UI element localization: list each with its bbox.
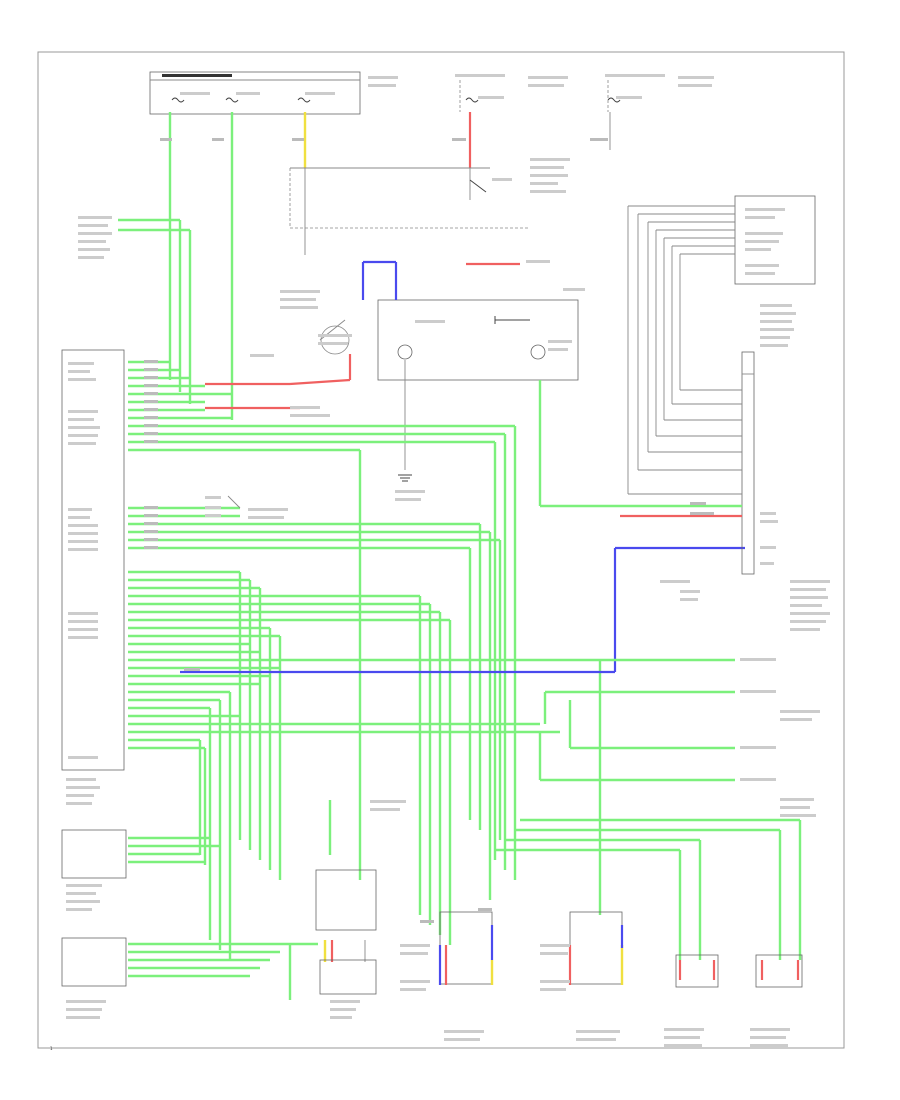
bottom-module-d bbox=[750, 820, 803, 1047]
vertical-wires-down bbox=[198, 426, 602, 960]
diagram-frame bbox=[37, 51, 845, 1049]
right-top-bundle bbox=[627, 195, 816, 495]
left-top-sensor bbox=[78, 216, 192, 404]
sensor-left bbox=[205, 290, 352, 417]
fuse-box-middle bbox=[455, 74, 568, 112]
right-connector-wires bbox=[538, 380, 742, 518]
page-number: 1 bbox=[50, 1046, 53, 1051]
ecu-pin-labels bbox=[68, 360, 158, 759]
ecu-pin-wires bbox=[128, 360, 600, 750]
blue-signal-wire bbox=[180, 546, 745, 674]
fuse-symbols bbox=[171, 97, 621, 103]
top-wire-labels bbox=[160, 138, 608, 193]
ground-symbol bbox=[398, 474, 412, 482]
main-control-unit bbox=[61, 349, 125, 805]
bottom-left-module-1 bbox=[61, 829, 220, 911]
right-mid-outputs bbox=[495, 658, 820, 852]
power-wires bbox=[168, 112, 611, 420]
relay-center bbox=[377, 288, 585, 381]
bottom-module-a bbox=[400, 908, 494, 1041]
bottom-module-b bbox=[540, 911, 624, 1041]
mid-left-module bbox=[205, 495, 288, 519]
bottom-left-module-2 bbox=[61, 937, 290, 1019]
fuse-box-left bbox=[149, 71, 398, 115]
bottom-switch-module bbox=[288, 800, 377, 1019]
right-connector bbox=[741, 304, 830, 631]
bottom-module-c bbox=[664, 840, 719, 1047]
fuse-box-right bbox=[605, 74, 714, 112]
